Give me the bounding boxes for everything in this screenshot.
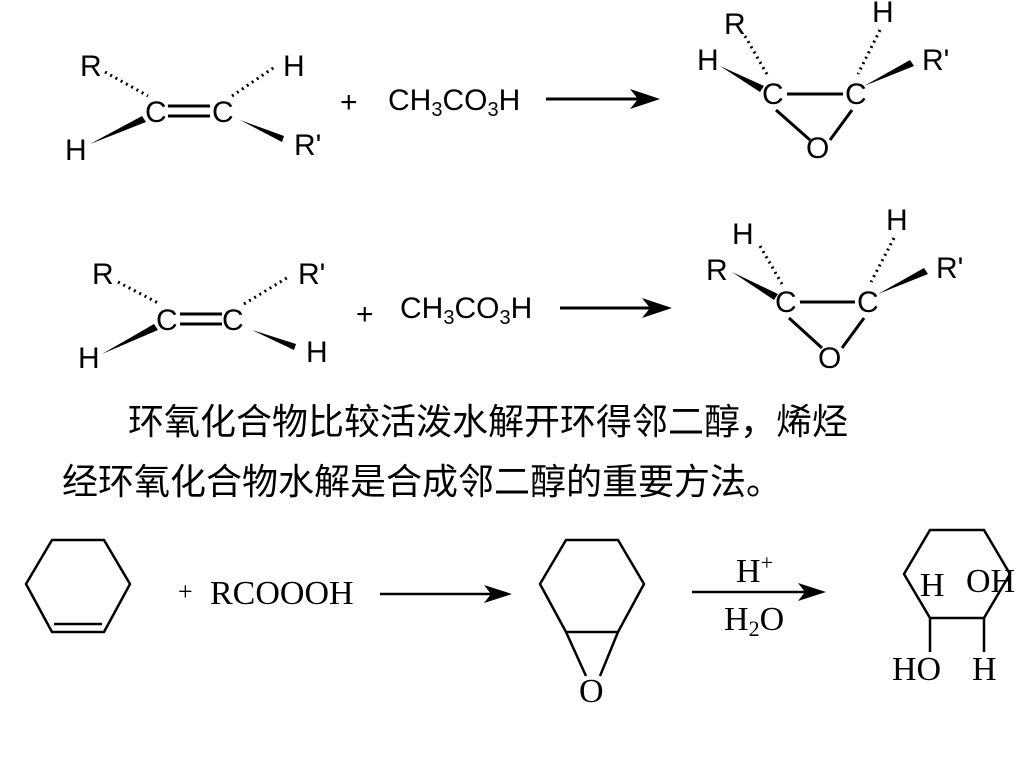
substituent-h-bottom: H [65, 134, 87, 167]
carbon-1: C [775, 286, 797, 319]
wedge-bond [878, 268, 928, 294]
c-o-bond [564, 631, 588, 677]
c-o-bond [840, 317, 866, 349]
carbon-2: C [845, 78, 867, 111]
hashed-bond [231, 64, 277, 98]
cyclohexene-oxide: O [538, 538, 646, 710]
arrow-head [798, 583, 826, 601]
substituent-r-prime: R' [922, 44, 949, 77]
substituent-h-top: H [283, 50, 305, 83]
c-o-bond [828, 109, 854, 141]
substituent-r-prime: R' [936, 252, 963, 285]
reaction-2: R R' H H C C + CH3CO3H H H R R' C C [78, 204, 963, 375]
substituent-h-left: H [732, 218, 754, 251]
c-o-bond [775, 108, 811, 142]
reaction-arrow [560, 298, 672, 318]
peracetic-acid: CH3CO3H [388, 84, 520, 121]
hashed-bond [869, 237, 896, 283]
hydroxyl-label: HO [892, 651, 941, 688]
trans-epoxide-product: H H R R' C C O [706, 204, 963, 375]
wedge-bond [732, 272, 778, 300]
hydrogen-label: H [972, 651, 997, 688]
substituent-r-prime: R' [298, 258, 325, 291]
substituent-r: R [92, 258, 114, 291]
oxygen: O [818, 342, 841, 375]
c-o-bond [598, 631, 620, 677]
oxygen: O [806, 132, 829, 165]
plus-sign: + [356, 298, 374, 331]
carbon-1: C [762, 78, 784, 111]
cis-alkene: R H H R' C C [65, 50, 321, 167]
substituent-h-top: H [886, 204, 908, 237]
carbon-2: C [212, 96, 234, 129]
cyclohexene [24, 538, 132, 634]
hydroxyl-label: OH [966, 563, 1015, 600]
wedge-bond [864, 60, 914, 86]
hashed-bond [104, 70, 149, 98]
cis-epoxide-product: R H H R' C C O [697, 0, 949, 165]
water-label: H2O [724, 601, 784, 641]
wedge-bond [240, 120, 284, 142]
wedge-bond [102, 324, 158, 354]
wedge-bond [90, 116, 146, 144]
substituent-h-left: H [697, 44, 719, 77]
carbon-1: C [145, 96, 167, 129]
peracetic-acid: CH3CO3H [400, 292, 532, 329]
substituent-r: R [706, 254, 728, 287]
substituent-h-left: H [78, 342, 100, 375]
reaction-3: + RCOOOH O H+ H2O H OH HO H [24, 528, 1015, 710]
substituent-h-right: H [306, 336, 328, 369]
reaction-arrow [380, 585, 512, 603]
substituent-h-top: H [872, 0, 894, 29]
hashed-bond [117, 280, 161, 306]
description-line-2: 经环氧化合物水解是合成邻二醇的重要方法。 [62, 462, 783, 503]
carbon-2: C [222, 304, 244, 337]
wedge-bond [252, 330, 296, 350]
trans-alkene: R R' H H C C [78, 258, 328, 375]
plus-sign: + [178, 577, 193, 606]
description-line-1: 环氧化合物比较活泼水解开环得邻二醇，烯烃 [128, 402, 849, 443]
proton-label: H+ [736, 550, 773, 590]
hashed-bond [758, 245, 784, 285]
substituent-r-prime: R' [294, 129, 321, 162]
hashed-bond [243, 274, 291, 306]
carbon-1: C [156, 304, 178, 337]
wedge-bond [720, 66, 764, 92]
trans-diol-product: H OH HO H [892, 528, 1015, 688]
plus-sign: + [340, 86, 358, 119]
carbon-2: C [857, 286, 879, 319]
acid-condition: H+ H2O [692, 550, 826, 641]
substituent-r: R [80, 50, 102, 83]
hashed-bond [743, 35, 770, 77]
reaction-arrow [546, 89, 660, 109]
substituent-r: R [724, 8, 746, 41]
reaction-1: R H H R' C C + CH3CO3H R H H R' C [65, 0, 949, 167]
hashed-bond [856, 29, 882, 75]
hydrogen-label: H [920, 567, 945, 604]
peroxy-acid: RCOOOH [210, 575, 354, 612]
oxygen: O [579, 673, 604, 710]
c-o-bond [787, 316, 824, 350]
